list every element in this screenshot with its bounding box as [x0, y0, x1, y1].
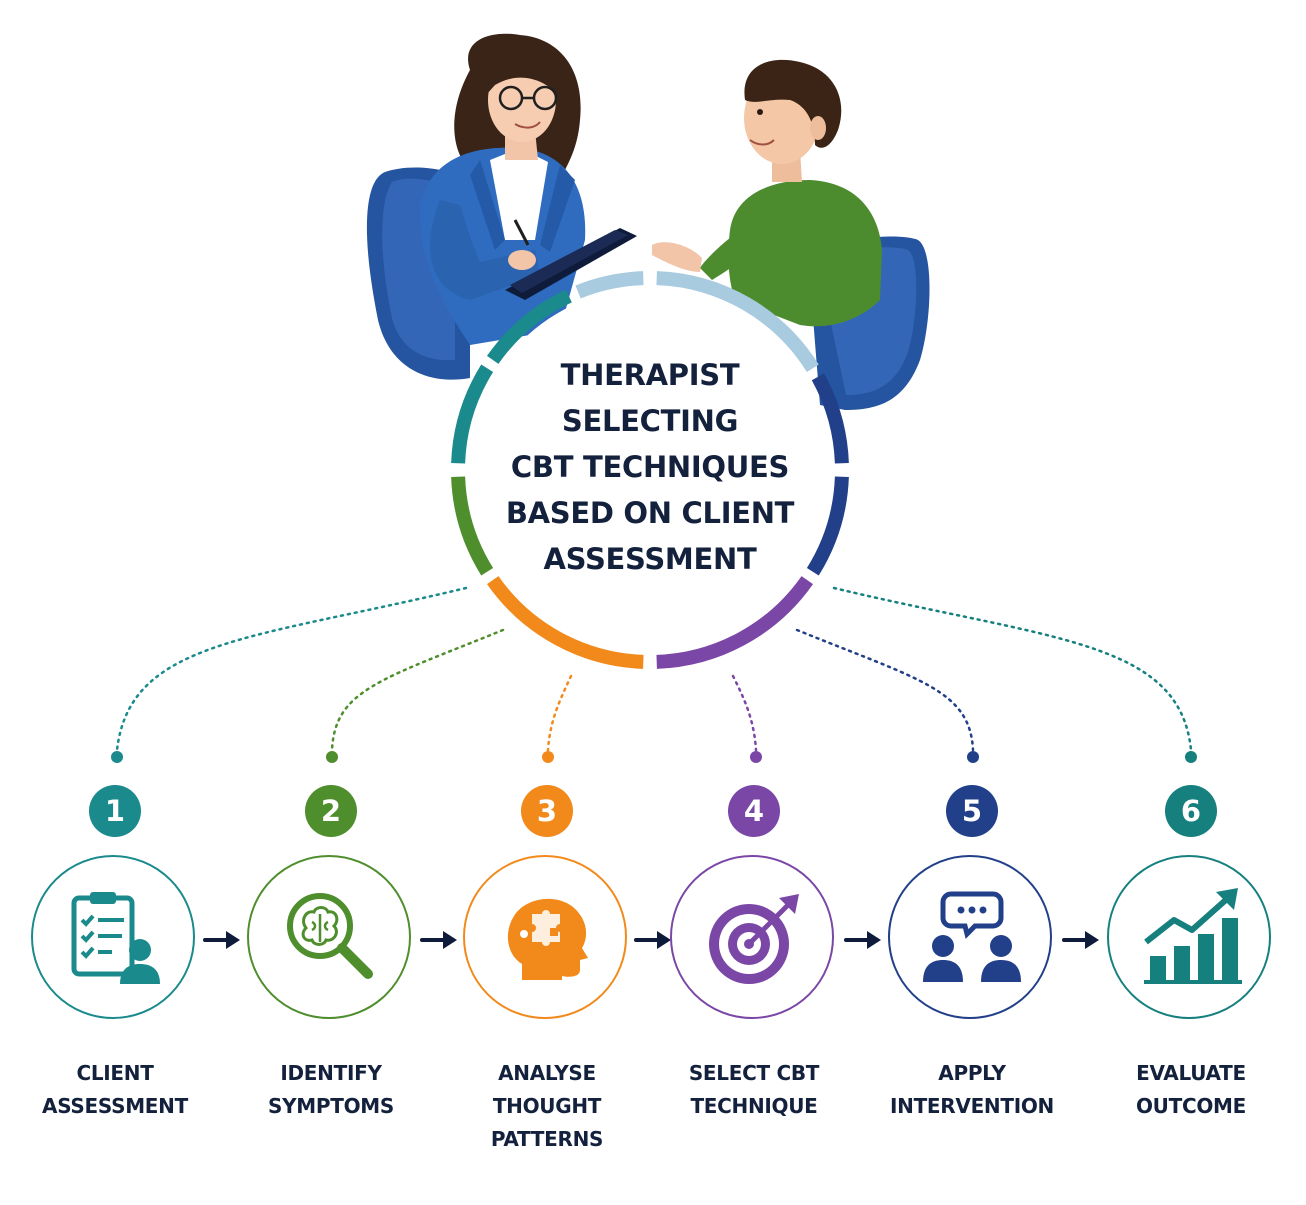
- step-label-line-2: INTERVENTION: [890, 1094, 1054, 1118]
- dotted-connectors: [115, 586, 1193, 752]
- center-ring: [451, 271, 849, 669]
- arrow-4-5: [844, 931, 881, 949]
- step-label-line-2: TECHNIQUE: [690, 1094, 818, 1118]
- step-label-line-1: SELECT CBT: [688, 1061, 820, 1085]
- arrow-2-3: [420, 931, 457, 949]
- step-icon-circle: [31, 855, 195, 1019]
- center-title-line-5: ASSESSMENT: [543, 542, 757, 576]
- connector-2: [330, 628, 505, 752]
- center-title-line-4: BASED ON CLIENT: [505, 496, 795, 530]
- step-label-line-2: ASSESSMENT: [42, 1094, 188, 1118]
- step-label-line-1: APPLY: [938, 1061, 1006, 1085]
- step-number-badge: 4: [728, 785, 780, 837]
- step-label-line-2: OUTCOME: [1135, 1094, 1247, 1118]
- step-label-line-1: CLIENT: [76, 1061, 154, 1085]
- step-label: ANALYSE THOUGHT PATTERNS: [447, 1057, 647, 1156]
- step-icon-circle: [463, 855, 627, 1019]
- client-illustration: [652, 59, 882, 327]
- connector-4: [731, 674, 758, 752]
- arrow-5-6: [1062, 931, 1099, 949]
- connector-dots: [111, 751, 1197, 763]
- ring-segment-top-left: [575, 271, 644, 299]
- connector-dot-5: [967, 751, 979, 763]
- center-title-line-2: SELECTING: [561, 404, 739, 438]
- brain-magnifier-icon: [287, 893, 373, 979]
- people-chat-icon: [923, 891, 1021, 982]
- step-number-badge: 2: [305, 785, 357, 837]
- head-puzzle-icon: [507, 898, 588, 980]
- center-title: THERAPIST SELECTING CBT TECHNIQUES BASED…: [470, 352, 830, 592]
- step-label: IDENTIFY SYMPTOMS: [231, 1057, 431, 1123]
- step-label-line-2: THOUGHT: [492, 1094, 602, 1118]
- ring-segment-right-lower: [806, 476, 849, 576]
- step-number-badge: 5: [946, 785, 998, 837]
- step-label-line-1: EVALUATE: [1136, 1061, 1246, 1085]
- step-label: SELECT CBT TECHNIQUE: [654, 1057, 854, 1123]
- arrow-3-4: [634, 931, 671, 949]
- ring-segment-top-right: [656, 271, 819, 372]
- ring-segment-bottom-right: [656, 576, 814, 669]
- therapist-illustration: [419, 33, 637, 345]
- center-disc: [468, 288, 832, 652]
- step-label: CLIENT ASSESSMENT: [15, 1057, 215, 1123]
- step-label-line-2: SYMPTOMS: [268, 1094, 394, 1118]
- arrow-1-2: [203, 931, 240, 949]
- step-number-badge: 3: [521, 785, 573, 837]
- step-icon-circle: [247, 855, 411, 1019]
- step-label-line-1: IDENTIFY: [280, 1061, 382, 1085]
- connector-dot-6: [1185, 751, 1197, 763]
- connector-3: [546, 674, 573, 752]
- connector-1: [115, 586, 468, 752]
- connector-dot-3: [542, 751, 554, 763]
- connector-dot-2: [326, 751, 338, 763]
- step-icon-circle: [1107, 855, 1271, 1019]
- step-label: EVALUATE OUTCOME: [1091, 1057, 1291, 1123]
- center-title-line-1: THERAPIST: [560, 358, 740, 392]
- growth-chart-icon: [1144, 888, 1242, 984]
- center-title-line-3: CBT TECHNIQUES: [510, 450, 790, 484]
- connector-dot-4: [750, 751, 762, 763]
- step-label-line-1: ANALYSE: [498, 1061, 596, 1085]
- connector-6: [832, 586, 1193, 752]
- connector-5: [795, 628, 975, 752]
- step-icon-circle: [670, 855, 834, 1019]
- connector-dot-1: [111, 751, 123, 763]
- step-arrows: [203, 931, 1099, 949]
- ring-segment-left-upper: [451, 364, 494, 464]
- step-label: APPLY INTERVENTION: [872, 1057, 1072, 1123]
- step-icon-circle: [888, 855, 1052, 1019]
- ring-segment-left-lower: [451, 476, 494, 576]
- clipboard-person-icon: [71, 892, 160, 984]
- step-number-badge: 1: [89, 785, 141, 837]
- target-arrow-icon: [709, 894, 799, 984]
- ring-segment-right-upper: [811, 373, 849, 464]
- step-label-line-3: PATTERNS: [490, 1127, 604, 1151]
- ring-segment-top-left-lower: [486, 289, 572, 364]
- step-number-badge: 6: [1165, 785, 1217, 837]
- ring-segment-bottom-left: [486, 576, 644, 669]
